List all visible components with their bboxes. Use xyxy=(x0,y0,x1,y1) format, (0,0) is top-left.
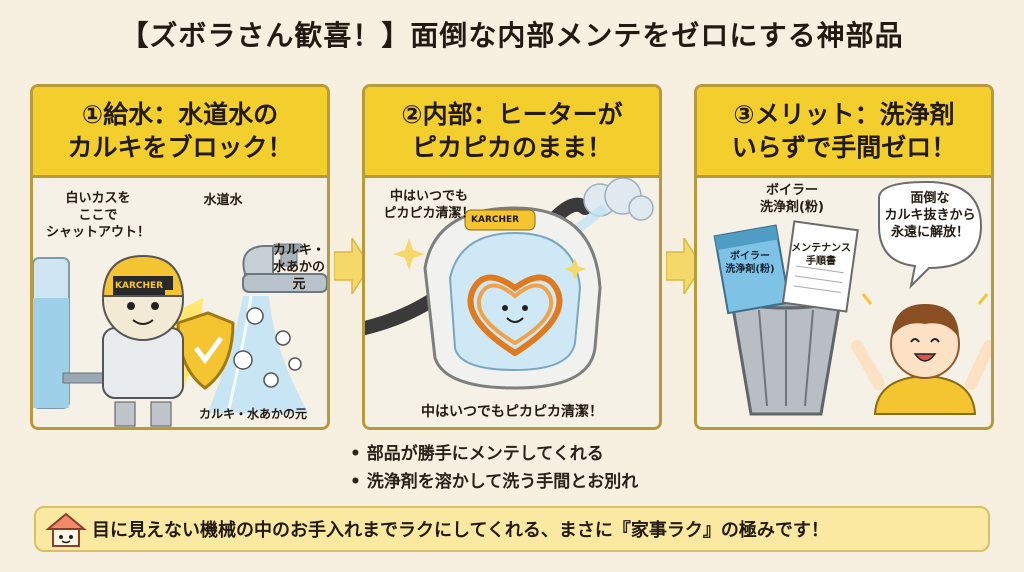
panel-header: ③メリット：洗浄剤 いらずで手間ゼロ！ xyxy=(697,87,991,178)
no-cleaner-illustration xyxy=(713,180,991,416)
limescale-label: カルキ・ 水あかの 元 xyxy=(272,243,325,292)
brand-label: KARCHER xyxy=(113,278,166,295)
steam-cleaner-illustration xyxy=(365,178,654,390)
arrow-right-icon xyxy=(334,238,370,294)
panel-heater: ②内部：ヒーターが ピカピカのまま！ xyxy=(362,84,662,430)
speech-bubble-text: 面倒な カルキ抜きから 永遠に解放！ xyxy=(884,191,976,240)
panel-title-line2: カルキをブロック！ xyxy=(67,133,293,162)
panel-header: ②内部：ヒーターが ピカピカのまま！ xyxy=(365,87,659,178)
brand-label: KARCHER xyxy=(469,212,522,229)
always-clean-bottom-label: 中はいつでもピカピカ清潔！ xyxy=(421,404,603,420)
package-label: ボイラー 洗浄剤(粉) xyxy=(725,251,775,275)
faucet-icon xyxy=(242,243,327,293)
happy-child-icon xyxy=(851,304,991,415)
benefit-list: 部品が勝手にメンテしてくれる 洗浄剤を溶かして洗う手間とお別れ xyxy=(350,440,639,496)
panel-title-line2: ピカピカのまま！ xyxy=(411,133,612,162)
list-item: 洗浄剤を溶かして洗う手間とお別れ xyxy=(350,468,639,496)
panel-illustration: KARCHER 白いカスを ここで シャットアウト！ 水道水 カルキ・ 水あかの… xyxy=(33,178,327,427)
white-residue-label: 白いカスを ここで シャットアウト！ xyxy=(45,191,150,240)
panel-merit: ③メリット：洗浄剤 いらずで手間ゼロ！ xyxy=(694,84,994,430)
panel-title-line2: いらずで手間ゼロ！ xyxy=(731,133,957,162)
always-clean-label: 中はいつでも ピカピカ清潔！ xyxy=(383,189,475,221)
summary-banner: 目に見えない機械の中のお手入れまでラクにしてくれる、まさに『家事ラク』の極みです… xyxy=(34,506,990,552)
steam-cleaner-icon xyxy=(423,206,602,390)
panel-header: ①給水：水道水の カルキをブロック！ xyxy=(33,87,327,178)
page-title: 【ズボラさん歓喜！】面倒な内部メンテをゼロにする神部品 xyxy=(120,19,904,52)
heater-coil-icon xyxy=(467,274,563,357)
panel-title-line1: ③メリット：洗浄剤 xyxy=(733,100,955,129)
house-icon xyxy=(45,512,87,547)
summary-text: 目に見えない機械の中のお手入れまでラクにしてくれる、まさに『家事ラク』の極みです… xyxy=(92,520,829,541)
list-item: 部品が勝手にメンテしてくれる xyxy=(350,440,638,468)
panel-illustration: KARCHER 中はいつでも ピカピカ清潔！ 中はいつでもピカピカ清潔！ xyxy=(365,178,659,427)
panel-title-line1: ②内部：ヒーターが xyxy=(401,100,623,129)
limescale-bottom-label: カルキ・水あかの元 xyxy=(198,407,307,421)
panel-illustration: ボイラー 洗浄剤(粉) ボイラー 洗浄剤(粉) メンテナンス 手順書 面倒な カ… xyxy=(697,178,991,427)
manual-label: メンテナンス 手順書 xyxy=(791,243,851,267)
tap-water-label: 水道水 xyxy=(203,193,243,208)
panel-title-line1: ①給水：水道水の xyxy=(81,100,279,129)
cleaner-tag-label: ボイラー 洗浄剤(粉) xyxy=(760,183,824,215)
panel-water-supply: ①給水：水道水の カルキをブロック！ xyxy=(30,84,330,430)
arrow-right-icon xyxy=(666,238,702,294)
